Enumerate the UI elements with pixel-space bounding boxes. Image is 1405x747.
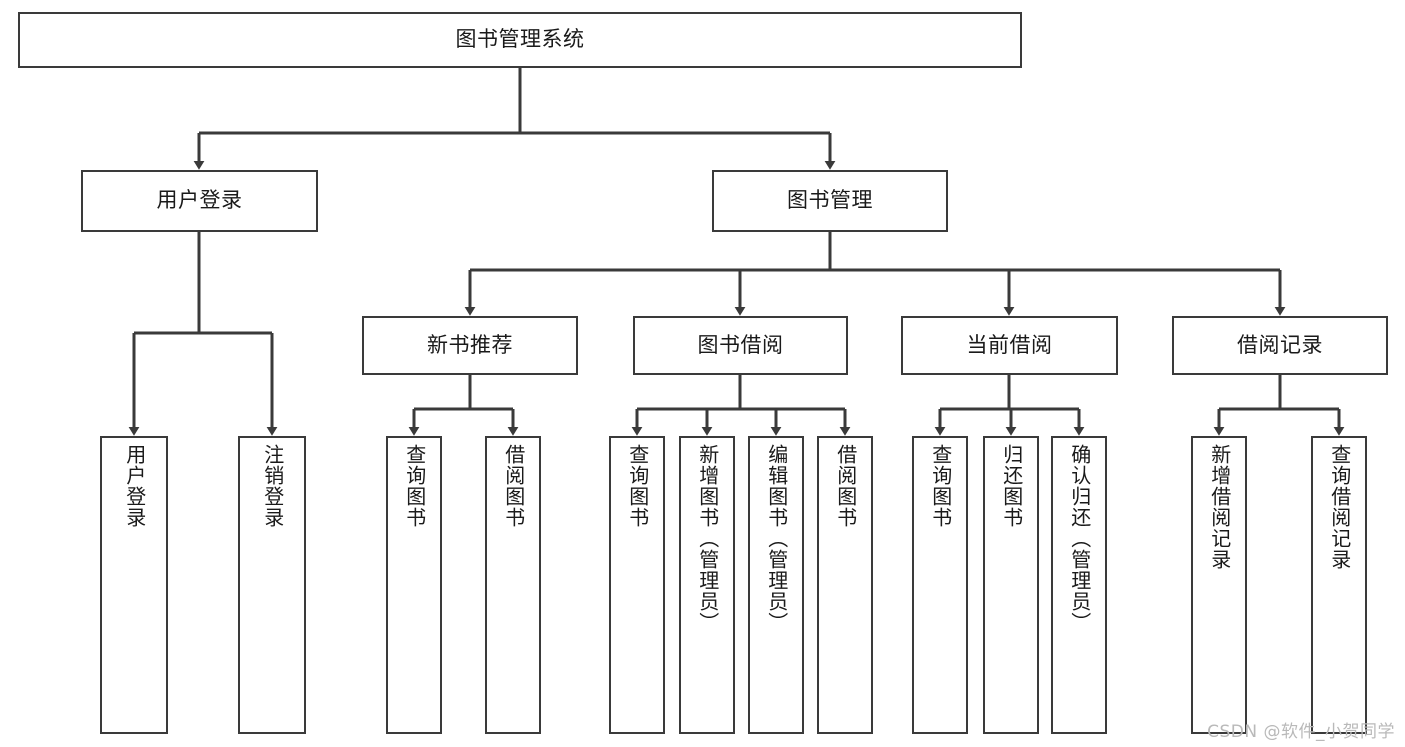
leaf-borrow-lend-book[interactable]: 借阅图书 bbox=[817, 436, 873, 734]
node-user-login-label: 用户登录 bbox=[156, 188, 243, 213]
node-book-manage-label: 图书管理 bbox=[787, 188, 873, 213]
leaf-current-confirm-return-admin-label: 确认归还（管理员） bbox=[1067, 444, 1092, 633]
node-new-book-recommend-label: 新书推荐 bbox=[427, 332, 513, 357]
leaf-user-logout-label: 注销登录 bbox=[260, 444, 285, 528]
node-user-login[interactable]: 用户登录 bbox=[81, 170, 318, 232]
leaf-borrow-query-book-label: 查询图书 bbox=[625, 444, 650, 528]
node-book-borrow[interactable]: 图书借阅 bbox=[633, 316, 848, 375]
node-borrow-record[interactable]: 借阅记录 bbox=[1172, 316, 1388, 375]
leaf-record-query[interactable]: 查询借阅记录 bbox=[1311, 436, 1367, 734]
leaf-current-return-book-label: 归还图书 bbox=[999, 444, 1024, 528]
node-root[interactable]: 图书管理系统 bbox=[18, 12, 1022, 68]
leaf-current-confirm-return-admin[interactable]: 确认归还（管理员） bbox=[1051, 436, 1107, 734]
leaf-borrow-edit-book-admin[interactable]: 编辑图书（管理员） bbox=[748, 436, 804, 734]
leaf-borrow-add-book-admin-label: 新增图书（管理员） bbox=[695, 444, 720, 633]
leaf-user-logout[interactable]: 注销登录 bbox=[238, 436, 306, 734]
node-book-borrow-label: 图书借阅 bbox=[697, 332, 784, 357]
leaf-newbook-query-book[interactable]: 查询图书 bbox=[386, 436, 442, 734]
leaf-current-query-book-label: 查询图书 bbox=[928, 444, 953, 528]
leaf-newbook-borrow-book-label: 借阅图书 bbox=[501, 444, 526, 528]
leaf-record-add[interactable]: 新增借阅记录 bbox=[1191, 436, 1247, 734]
leaf-borrow-query-book[interactable]: 查询图书 bbox=[609, 436, 665, 734]
leaf-record-query-label: 查询借阅记录 bbox=[1327, 444, 1352, 570]
node-current-borrow[interactable]: 当前借阅 bbox=[901, 316, 1118, 375]
node-current-borrow-label: 当前借阅 bbox=[966, 332, 1053, 357]
leaf-user-login-label: 用户登录 bbox=[122, 444, 147, 528]
node-book-manage[interactable]: 图书管理 bbox=[712, 170, 948, 232]
leaf-newbook-borrow-book[interactable]: 借阅图书 bbox=[485, 436, 541, 734]
node-root-label: 图书管理系统 bbox=[455, 27, 585, 52]
leaf-borrow-add-book-admin[interactable]: 新增图书（管理员） bbox=[679, 436, 735, 734]
leaf-user-login[interactable]: 用户登录 bbox=[100, 436, 168, 734]
leaf-borrow-edit-book-admin-label: 编辑图书（管理员） bbox=[764, 444, 789, 633]
node-borrow-record-label: 借阅记录 bbox=[1237, 332, 1323, 357]
leaf-current-query-book[interactable]: 查询图书 bbox=[912, 436, 968, 734]
node-new-book-recommend[interactable]: 新书推荐 bbox=[362, 316, 578, 375]
leaf-borrow-lend-book-label: 借阅图书 bbox=[833, 444, 858, 528]
leaf-newbook-query-book-label: 查询图书 bbox=[402, 444, 427, 528]
leaf-record-add-label: 新增借阅记录 bbox=[1207, 444, 1232, 570]
leaf-current-return-book[interactable]: 归还图书 bbox=[983, 436, 1039, 734]
